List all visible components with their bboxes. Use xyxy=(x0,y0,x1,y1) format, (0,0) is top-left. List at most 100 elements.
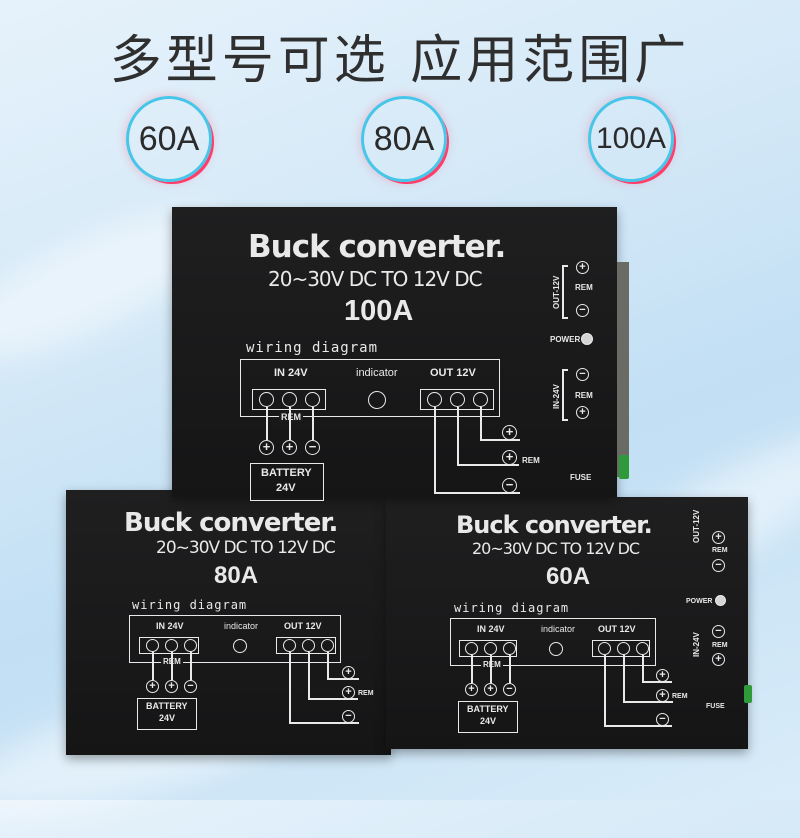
plus-icon: + xyxy=(656,669,669,682)
battery-box xyxy=(137,698,197,730)
terminal-strip xyxy=(617,262,629,477)
battery-voltage: 24V xyxy=(276,482,296,494)
product-spec: 20~30V DC TO 12V DC xyxy=(472,539,640,558)
terminal xyxy=(321,639,334,652)
minus-icon: − xyxy=(712,559,725,572)
product-amperage: 60A xyxy=(546,563,591,590)
plus-icon: + xyxy=(502,450,517,465)
plus-icon: + xyxy=(502,425,517,440)
minus-icon: − xyxy=(502,478,517,493)
wiring-heading: wiring diagram xyxy=(132,598,248,612)
side-out-label: OUT-12V xyxy=(692,509,701,543)
minus-icon: − xyxy=(184,680,197,693)
terminal xyxy=(484,642,497,655)
side-in-label: IN-24V xyxy=(692,632,701,657)
terminal xyxy=(282,392,297,407)
battery-label: BATTERY xyxy=(146,701,188,711)
rem-label: REM xyxy=(481,660,503,669)
in-terminal-block xyxy=(139,637,199,654)
rem-label: REM xyxy=(522,456,540,465)
product-amperage: 80A xyxy=(214,562,259,589)
battery-label: BATTERY xyxy=(261,467,312,479)
power-label: POWER xyxy=(686,598,713,605)
badge-100a: 100A xyxy=(588,96,674,182)
battery-label: BATTERY xyxy=(467,704,509,714)
terminal xyxy=(636,642,649,655)
terminal xyxy=(598,642,611,655)
side-out-label: OUT-12V xyxy=(552,275,561,309)
terminal xyxy=(473,392,488,407)
rem-label: REM xyxy=(279,412,303,422)
indicator-light xyxy=(368,391,386,409)
plus-icon: + xyxy=(712,653,725,666)
indicator-label: indicator xyxy=(224,621,259,631)
product-80a: Buck converter. 20~30V DC TO 12V DC 80A … xyxy=(66,490,391,755)
terminal xyxy=(184,639,197,652)
plus-icon: + xyxy=(342,686,355,699)
in-label: IN 24V xyxy=(156,621,184,631)
side-rem-label: REM xyxy=(575,283,593,292)
minus-icon: − xyxy=(576,304,589,317)
battery-box xyxy=(458,701,518,733)
product-title: Buck converter. xyxy=(456,511,653,539)
side-rem-label: REM xyxy=(712,547,728,554)
power-indicator xyxy=(715,595,726,606)
minus-icon: − xyxy=(503,683,516,696)
plus-icon: + xyxy=(712,531,725,544)
rem-label: REM xyxy=(358,690,374,697)
wiring-frame xyxy=(240,359,500,417)
terminal xyxy=(465,642,478,655)
out-terminal-block xyxy=(276,637,336,654)
terminal xyxy=(427,392,442,407)
in-terminal-block xyxy=(459,640,517,657)
plus-icon: + xyxy=(282,440,297,455)
battery-box xyxy=(250,463,324,501)
rem-label: REM xyxy=(672,693,688,700)
terminal xyxy=(305,392,320,407)
in-label: IN 24V xyxy=(274,367,308,379)
badge-80a: 80A xyxy=(361,96,447,182)
terminal xyxy=(259,392,274,407)
power-indicator xyxy=(581,333,593,345)
minus-icon: − xyxy=(305,440,320,455)
plus-icon: + xyxy=(146,680,159,693)
out-label: OUT 12V xyxy=(598,624,636,634)
power-label: POWER xyxy=(550,335,581,344)
wiring-heading: wiring diagram xyxy=(246,340,379,356)
out-label: OUT 12V xyxy=(284,621,322,631)
product-spec: 20~30V DC TO 12V DC xyxy=(268,267,483,291)
plus-icon: + xyxy=(465,683,478,696)
plus-icon: + xyxy=(656,689,669,702)
out-terminal-block xyxy=(592,640,650,657)
indicator-light xyxy=(233,639,247,653)
terminal xyxy=(450,392,465,407)
terminal xyxy=(165,639,178,652)
minus-icon: − xyxy=(576,368,589,381)
wiring-frame xyxy=(129,615,341,663)
plus-icon: + xyxy=(484,683,497,696)
wiring-heading: wiring diagram xyxy=(454,601,570,615)
plus-icon: + xyxy=(259,440,274,455)
indicator-light xyxy=(549,642,563,656)
terminal xyxy=(146,639,159,652)
minus-icon: − xyxy=(342,710,355,723)
terminal xyxy=(503,642,516,655)
product-100a: Buck converter. 20~30V DC TO 12V DC 100A… xyxy=(172,207,629,501)
battery-voltage: 24V xyxy=(159,713,176,723)
indicator-label: indicator xyxy=(541,624,576,634)
terminal xyxy=(302,639,315,652)
plus-icon: + xyxy=(342,666,355,679)
side-in-label: IN-24V xyxy=(552,384,561,409)
product-title: Buck converter. xyxy=(124,508,338,538)
headline: 多型号可选 应用范围广 xyxy=(109,31,691,91)
plus-icon: + xyxy=(165,680,178,693)
indicator-label: indicator xyxy=(356,367,398,379)
product-spec: 20~30V DC TO 12V DC xyxy=(156,538,336,558)
wiring-frame xyxy=(450,618,656,666)
in-label: IN 24V xyxy=(477,624,505,634)
plus-icon: + xyxy=(576,261,589,274)
out-label: OUT 12V xyxy=(430,367,476,379)
side-rem-label: REM xyxy=(712,642,728,649)
product-amperage: 100A xyxy=(344,295,414,327)
product-title: Buck converter. xyxy=(248,229,506,265)
